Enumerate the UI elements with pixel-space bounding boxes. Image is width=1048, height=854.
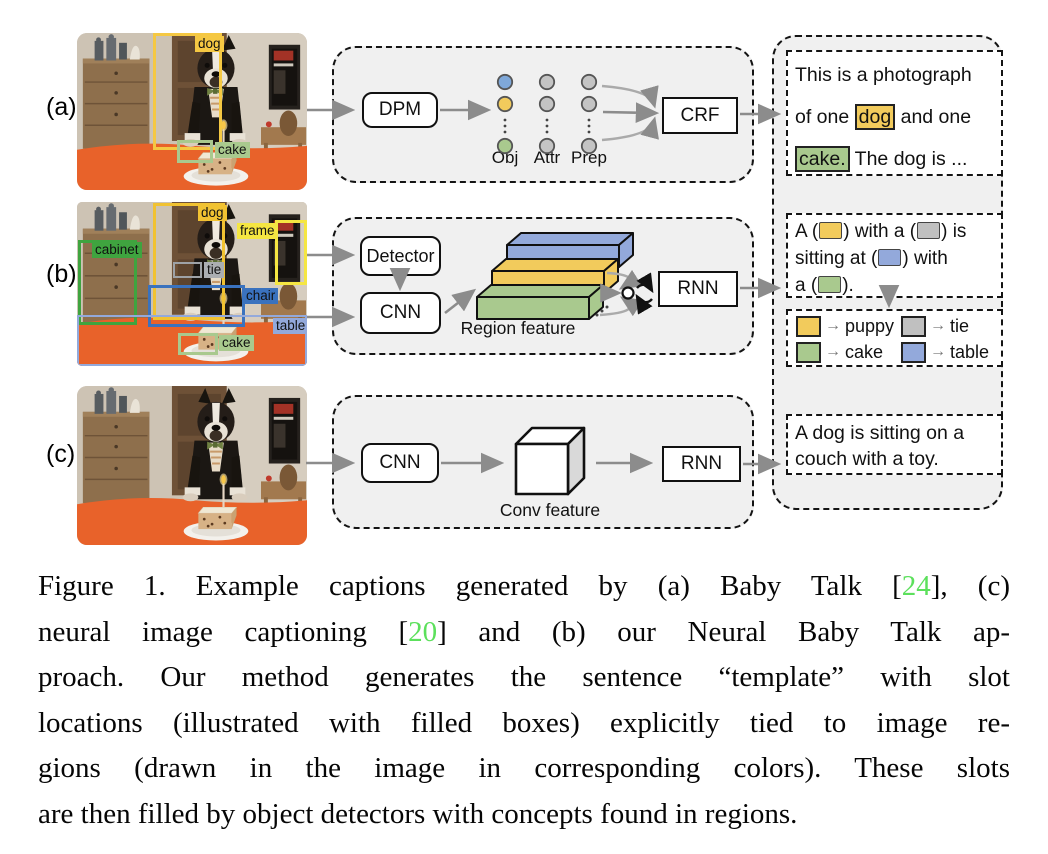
dog-photo-illustration: [77, 386, 307, 545]
crf-node: CRF: [662, 97, 738, 134]
bbox-cabinet: [78, 240, 137, 325]
caption-text: gions (drawn in the image in correspondi…: [38, 752, 1010, 784]
bbox-label-dog: dog: [195, 36, 224, 52]
text-segment: ) with: [902, 248, 948, 269]
bbox-label-dog: dog: [198, 205, 227, 221]
legend-item-tie: →tie: [901, 315, 969, 337]
legend-label: table: [950, 341, 990, 362]
bbox-label-chair: chair: [243, 288, 279, 304]
legend-label: puppy: [845, 315, 895, 336]
text-segment: The dog is ...: [849, 148, 968, 170]
bbox-table: [77, 315, 307, 366]
caption-text: neural image captioning [: [38, 615, 409, 648]
citation-link[interactable]: 20: [408, 615, 438, 648]
caption-line: A dog is sitting on a: [795, 422, 965, 444]
cnn-node-b: CNN: [360, 292, 441, 334]
bbox-label-cake: cake: [219, 335, 254, 351]
legend-item-cake: →cake: [796, 341, 883, 363]
bbox-label-tie: tie: [204, 262, 225, 278]
prep-column-label: Prep: [571, 148, 607, 167]
caption-line: gions (drawn in the image in correspondi…: [38, 752, 1010, 798]
legend-item-table: →table: [901, 341, 989, 363]
caption-line: proach. Our method generates the sentenc…: [38, 661, 1010, 707]
caption-text: ], (c): [930, 570, 1010, 602]
caption-line: couch with a toy.: [795, 448, 939, 470]
bbox-cake: [178, 333, 218, 355]
row-label-b: (b): [46, 260, 77, 288]
caption-line: locations (illustrated with filled boxes…: [38, 707, 1010, 753]
text-segment: A (: [795, 221, 819, 242]
legend-item-puppy: →puppy: [796, 315, 894, 337]
rnn-node-b: RNN: [658, 271, 738, 307]
cnn-node-c: CNN: [361, 443, 439, 483]
legend-swatch: [796, 315, 821, 337]
output-panel: This is a photograph of one dog and one ca…: [772, 35, 1003, 510]
legend-swatch: [901, 315, 926, 337]
legend-swatch: [901, 341, 926, 363]
bbox-tie: [173, 262, 202, 278]
bbox-label-frame: frame: [237, 223, 278, 239]
legend-arrow-icon: →: [930, 343, 946, 360]
text-segment: and one: [895, 106, 972, 128]
detector-node: Detector: [360, 236, 441, 276]
text-segment: ) is: [941, 221, 967, 242]
legend-arrow-icon: →: [825, 343, 841, 360]
slot-legend: →puppy→tie→cake→table: [786, 309, 1003, 367]
text-segment: This is a photograph: [795, 64, 972, 86]
text-segment: a (: [795, 275, 818, 296]
caption-text: locations (illustrated with filled boxes…: [38, 706, 1010, 739]
legend-label: cake: [845, 341, 884, 362]
bbox-label-table: table: [273, 318, 307, 334]
text-segment: ) with a (: [843, 221, 917, 242]
rnn-node-c: RNN: [662, 446, 741, 482]
caption-line: neural image captioning [20] and (b) our…: [38, 616, 1010, 662]
bbox-dog: [153, 33, 222, 150]
template-slot: [818, 276, 842, 293]
caption-text: are then filled by object detectors with…: [38, 797, 798, 830]
bbox-frame: [275, 220, 307, 285]
template-slot: [917, 222, 941, 239]
caption-line: Figure 1. Example captions generated by …: [38, 570, 1010, 616]
conv-feature-label: Conv feature: [499, 500, 601, 520]
row-label-a: (a): [46, 93, 77, 121]
bbox-label-cabinet: cabinet: [92, 242, 142, 258]
bbox-dog: [153, 203, 225, 320]
caption-text: Figure 1. Example captions generated by …: [38, 570, 902, 602]
photo-c: [77, 386, 307, 545]
bbox-label-cake: cake: [215, 142, 250, 158]
highlighted-word: dog: [854, 104, 896, 130]
text-segment: ).: [842, 275, 854, 296]
caption-line: are then filled by object detectors with…: [38, 798, 1010, 844]
highlighted-word: cake.: [795, 146, 850, 172]
photo-b: cabinet dog frame tie chair table cake: [77, 202, 307, 366]
citation-link[interactable]: 24: [901, 570, 931, 602]
row-label-c: (c): [46, 440, 76, 468]
text-segment: sitting at (: [795, 248, 878, 269]
output-template-b: A ( ) with a ( ) is sitting at ( ) with a ().: [786, 213, 1003, 298]
template-slot: [819, 222, 843, 239]
output-caption-c: A dog is sitting on a couch with a toy.: [786, 414, 1003, 475]
output-caption-a: This is a photograph of one dog and one ca…: [786, 50, 1003, 176]
region-feature-label: Region feature: [460, 318, 576, 338]
legend-label: tie: [950, 315, 970, 336]
bbox-chair: [148, 285, 245, 327]
dpm-node: DPM: [362, 92, 438, 128]
text-segment: of one: [795, 106, 855, 128]
caption-text: proach. Our method generates the sentenc…: [38, 661, 1010, 693]
caption-text: ] and (b) our Neural Baby Talk ap-: [437, 615, 1010, 648]
figure-caption: Figure 1. Example captions generated by …: [38, 570, 1010, 843]
legend-arrow-icon: →: [930, 317, 946, 334]
photo-a: dog cake: [77, 33, 307, 190]
template-slot: [878, 249, 902, 266]
bbox-cake: [177, 140, 213, 163]
legend-arrow-icon: →: [825, 317, 841, 334]
legend-swatch: [796, 341, 821, 363]
